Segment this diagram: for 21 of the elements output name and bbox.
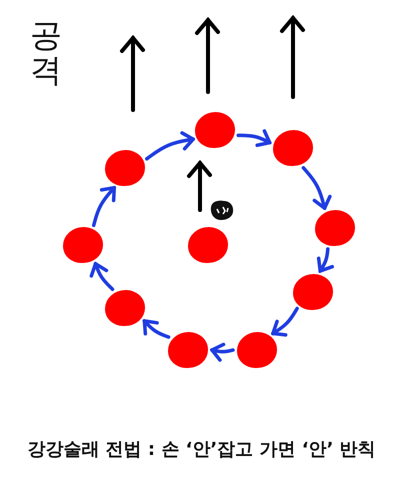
arrow — [92, 186, 116, 228]
player-dot — [195, 112, 235, 148]
player-dot — [188, 227, 228, 263]
player-dot — [315, 210, 355, 246]
arrow — [210, 342, 235, 362]
arrow — [271, 306, 299, 337]
player-dot — [105, 290, 145, 326]
player-dot — [293, 274, 333, 310]
arrow — [145, 131, 195, 161]
caption: 강강술래 전법 : 손 ‘안’잡고 가면 ‘안’ 반칙 — [26, 438, 377, 461]
player-dot — [63, 227, 103, 263]
arrow — [142, 319, 170, 339]
arrow — [90, 262, 114, 291]
arrow — [316, 247, 334, 273]
player-dot — [273, 130, 313, 166]
arrow — [302, 166, 332, 210]
player-dot — [105, 150, 145, 186]
vertical-label: 공격 — [30, 18, 62, 88]
player-dot — [237, 332, 277, 368]
arrow — [236, 129, 272, 147]
player-dot — [168, 332, 208, 368]
